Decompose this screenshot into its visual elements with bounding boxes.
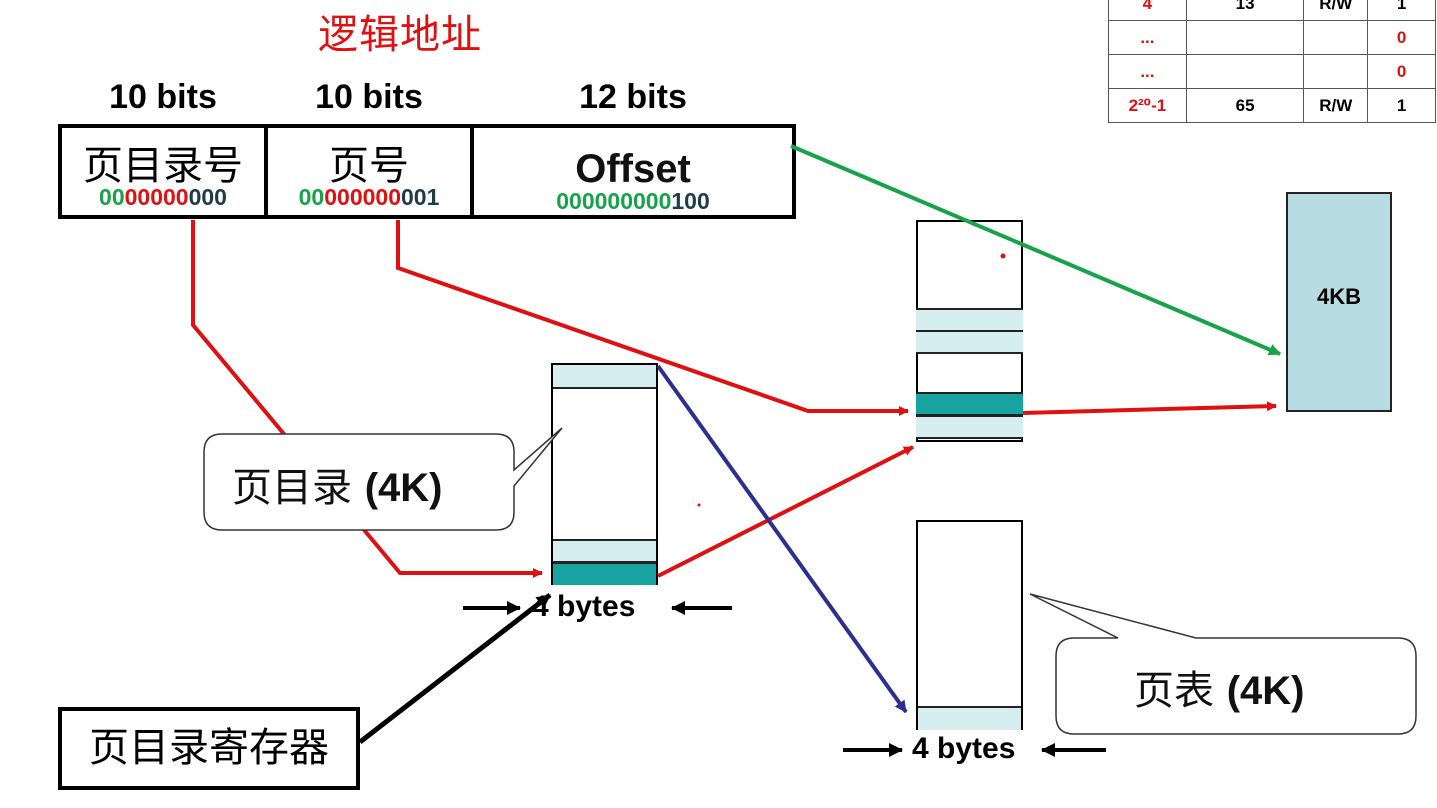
page-table-box [916, 520, 1023, 730]
page-field-name: 页号 [329, 143, 409, 189]
page-table-size: (4K) [1226, 669, 1305, 713]
page-binary: 00000000001 [298, 184, 440, 210]
offset-arrow [790, 144, 1281, 356]
page-table-entry [916, 330, 1023, 354]
directory-to-second-table-arrow [656, 364, 908, 714]
directory-callout-shape [203, 427, 563, 531]
page-table-callout: 页表 (4K) [1134, 658, 1305, 716]
register-pointer-arrow [358, 593, 552, 744]
directory-entry-size: 4 bytes [532, 590, 636, 623]
table-entry-size: 4 bytes [912, 732, 1016, 765]
table-row: ... 0 [1108, 20, 1436, 55]
table-cell [1185, 20, 1305, 55]
offset-bits-label: 12 bits [579, 78, 687, 116]
directory-entry-first [553, 365, 656, 389]
dir-field: 页目录号 0000000000 [58, 124, 268, 219]
table-cell: 2²⁰-1 [1108, 88, 1187, 123]
page-index-arrow [396, 220, 909, 416]
page-directory-size: (4K) [364, 466, 443, 510]
dir-bits-label: 10 bits [109, 78, 217, 116]
page-field: 页号 00000000001 [264, 124, 474, 219]
dir-entry-to-table-arrow [657, 445, 914, 578]
page-bits-label: 10 bits [315, 78, 423, 116]
page-directory-register: 页目录寄存器 [58, 707, 360, 790]
table-cell: R/W [1303, 0, 1369, 21]
table-cell [1185, 54, 1305, 89]
marker-dot [697, 503, 701, 507]
table-callout-shape [1029, 593, 1417, 735]
logical-address-title: 逻辑地址 [318, 12, 482, 58]
table-cell: R/W [1303, 88, 1369, 123]
table-cell: ... [1108, 20, 1187, 55]
page-table-entry [916, 308, 1023, 332]
offset-field: Offset 000000000100 [470, 124, 796, 219]
page-frame-4kb: 4KB [1286, 192, 1392, 412]
table-cell: ... [1108, 54, 1187, 89]
table-cell: 0 [1367, 54, 1436, 89]
page-table-entry-first [918, 706, 1021, 730]
offset-binary: 000000000100 [556, 188, 710, 214]
dir-field-name: 页目录号 [83, 143, 243, 189]
directory-entry-selected [553, 562, 656, 585]
marker-dot [1000, 253, 1006, 259]
page-table-label: 页表 [1134, 668, 1214, 714]
page-directory-callout: 页目录 (4K) [232, 455, 443, 513]
page-directory-box [551, 363, 658, 585]
dir-binary: 0000000000 [99, 184, 227, 210]
table-cell: 1 [1367, 88, 1436, 123]
page-table-entry [916, 415, 1023, 439]
table-row: 2²⁰-1 65 R/W 1 [1108, 88, 1436, 123]
offset-field-name: Offset [575, 147, 691, 191]
table-cell: 65 [1185, 88, 1305, 123]
page-table-snippet: 4 13 R/W 1 ... 0 ... 0 2²⁰-1 65 R/W 1 [1108, 0, 1436, 123]
table-entry-to-frame-arrow [1022, 401, 1277, 415]
page-directory-label: 页目录 [232, 465, 352, 511]
